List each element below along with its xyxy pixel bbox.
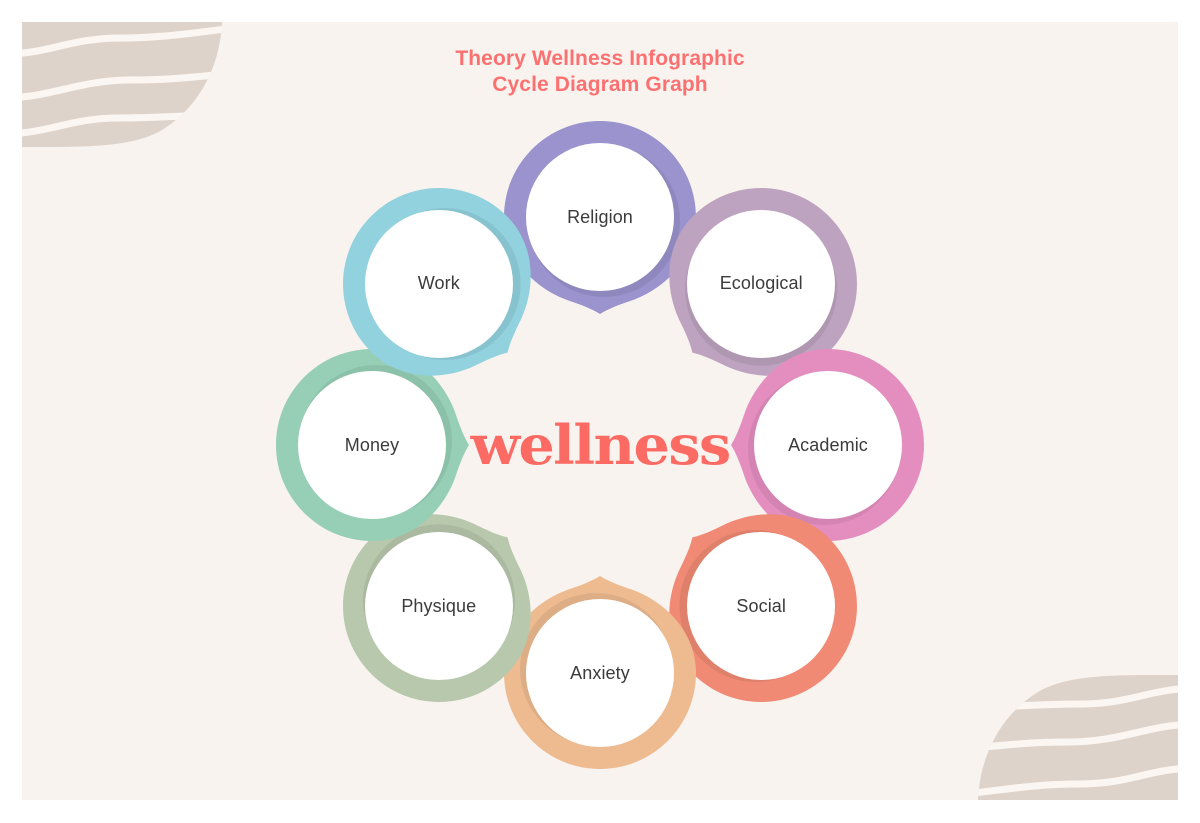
petal-shape-academic [731, 349, 924, 541]
petal-physique[interactable]: Physique [339, 506, 539, 706]
page-title: Theory Wellness Infographic Cycle Diagra… [22, 46, 1178, 99]
petal-shape-religion [504, 121, 696, 314]
petal-social[interactable]: Social [661, 506, 861, 706]
petal-label-religion: Religion [567, 206, 633, 227]
petal-religion[interactable]: Religion [500, 117, 700, 317]
petal-money[interactable]: Money [272, 345, 472, 545]
petal-shape-money [276, 349, 469, 541]
wavy-blob-ornament-bottom-right [978, 675, 1178, 800]
petal-label-anxiety: Anxiety [570, 662, 630, 683]
petal-label-academic: Academic [788, 434, 868, 455]
petal-work[interactable]: Work [339, 184, 539, 384]
infographic-canvas: Theory Wellness Infographic Cycle Diagra… [22, 22, 1178, 800]
title-line-1: Theory Wellness Infographic [455, 47, 745, 70]
title-line-2: Cycle Diagram Graph [492, 73, 708, 97]
petal-ecological[interactable]: Ecological [661, 184, 861, 384]
petal-shape-ecological [669, 187, 858, 376]
petal-shape-anxiety [504, 576, 696, 769]
petal-shape-social [669, 514, 858, 703]
petal-shape-work [342, 187, 531, 376]
petal-academic[interactable]: Academic [728, 345, 928, 545]
petal-label-work: Work [417, 273, 460, 294]
petal-label-money: Money [344, 434, 400, 455]
petal-shape-physique [342, 514, 531, 703]
petal-anxiety[interactable]: Anxiety [500, 573, 700, 773]
petal-label-physique: Physique [401, 595, 477, 616]
petal-label-social: Social [736, 595, 787, 616]
petal-label-ecological: Ecological [719, 273, 803, 294]
